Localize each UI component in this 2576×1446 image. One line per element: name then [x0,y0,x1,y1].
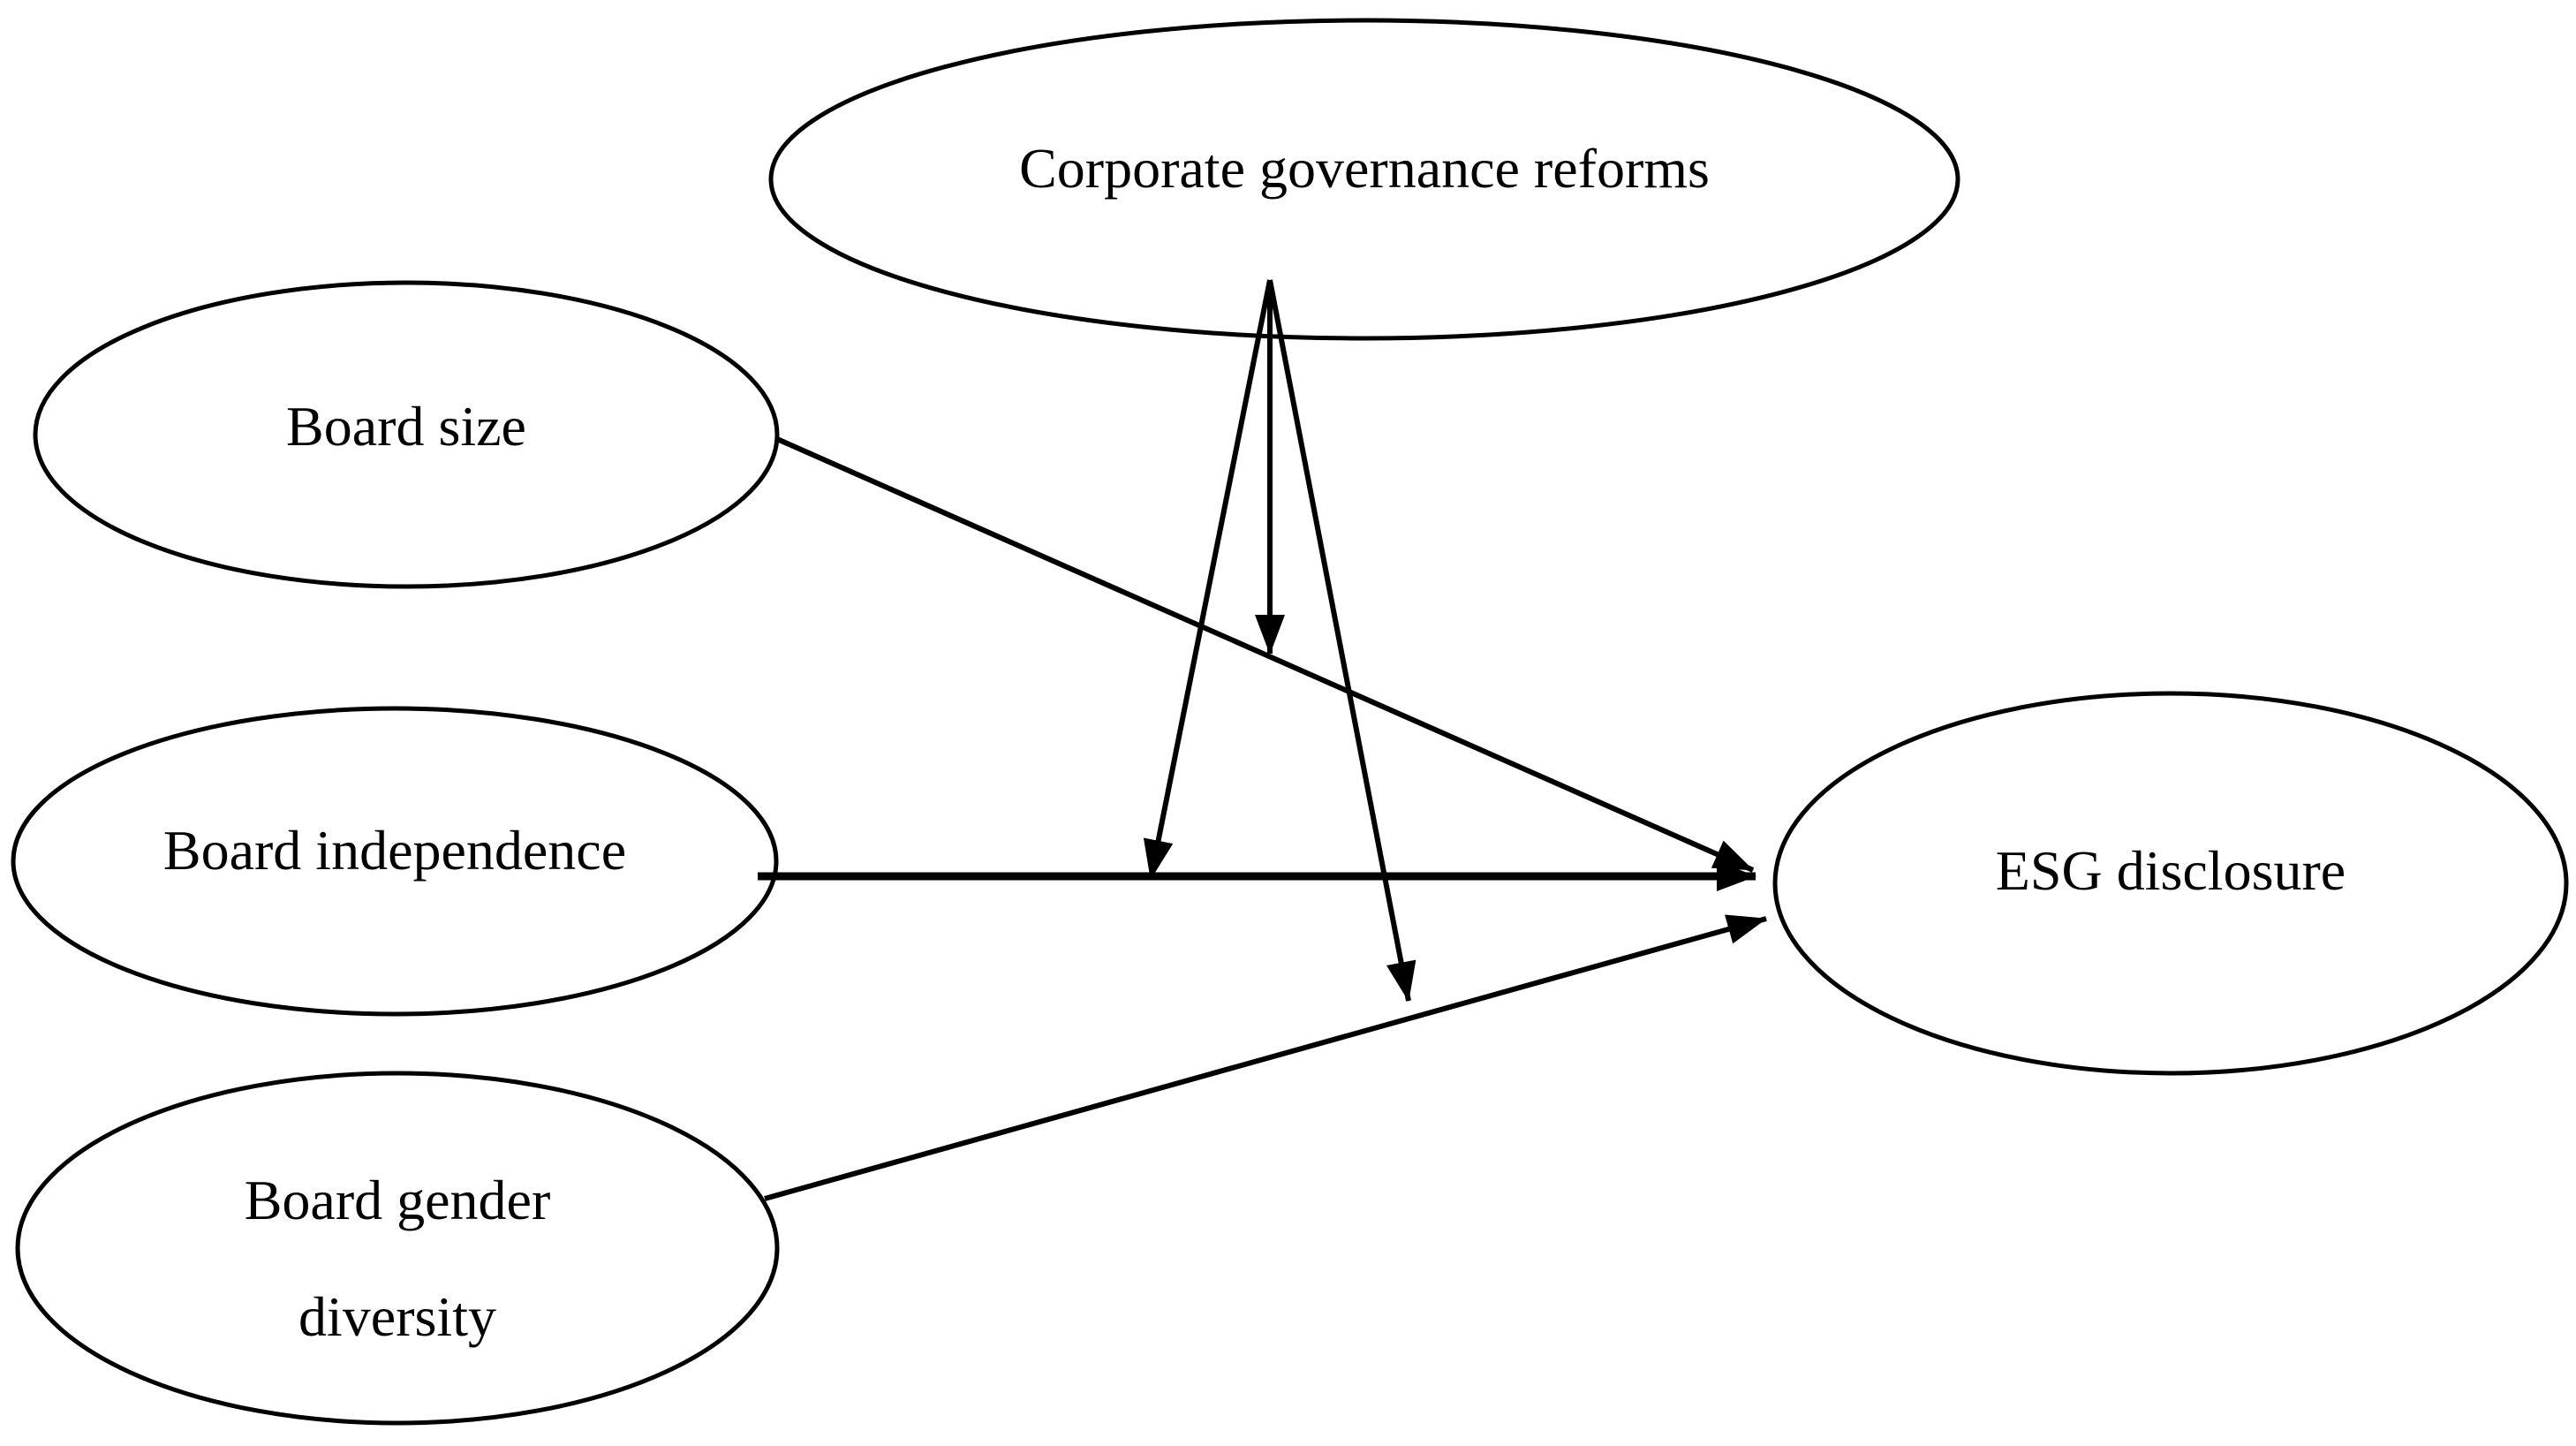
arrow-cgr-moderates-board-gender-diversity-path [1267,279,1416,1002]
label-board-size: Board size [286,395,526,458]
arrow-cgr-moderates-board-independence-path [1143,279,1273,880]
arrow-board-gender-diversity-to-esg [764,914,1767,1201]
label-board-independence: Board independence [163,819,626,882]
node-esg-disclosure [1772,691,2569,1076]
arrow-board-size-to-esg [775,436,1755,873]
label-esg-disclosure: ESG disclosure [1996,839,2346,902]
node-board-independence [11,706,779,1017]
label-board-gender-diversity-line1: Board gender [245,1169,551,1231]
node-corporate-governance-reforms [768,18,1960,341]
label-board-gender-diversity-line2: diversity [298,1285,496,1348]
label-corporate-governance-reforms: Corporate governance reforms [1019,137,1710,200]
node-board-gender-diversity [15,1071,780,1426]
node-board-size [33,280,780,589]
